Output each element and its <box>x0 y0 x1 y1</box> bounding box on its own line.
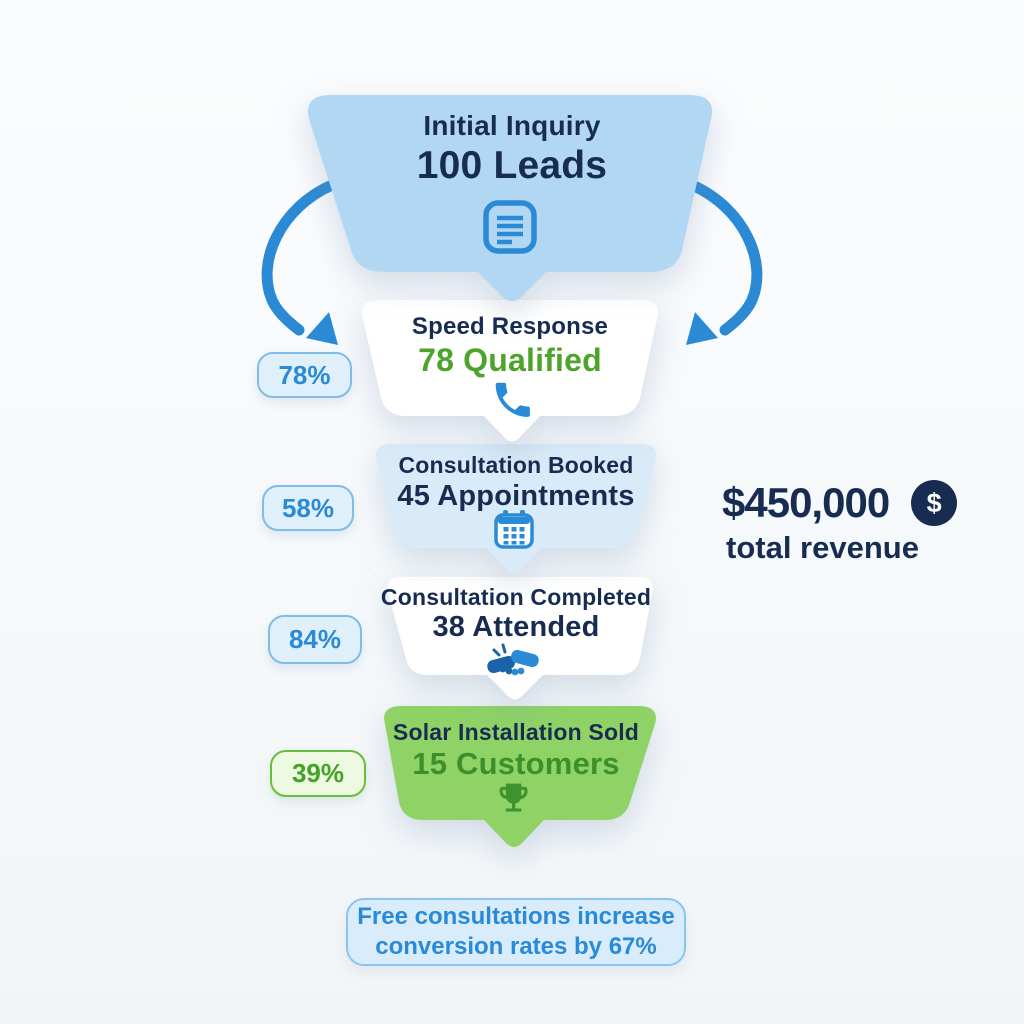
stage-4-value: 38 Attended <box>432 611 600 643</box>
funnel-stage-3-shape <box>375 444 657 573</box>
stage-3-value: 45 Appointments <box>397 480 635 512</box>
calendar-icon <box>494 510 534 549</box>
conversion-badge-2: 58% <box>262 485 354 531</box>
funnel-stage-2-shape <box>362 300 658 442</box>
dollar-symbol: $ <box>926 487 942 518</box>
revenue-amount: $450,000 <box>722 479 890 526</box>
funnel-stage-4-shape <box>387 577 653 700</box>
phone-icon <box>495 382 530 417</box>
curved-arrow-right-icon <box>686 179 763 345</box>
curved-arrow-left-icon <box>261 179 338 345</box>
dollar-icon: $ <box>911 480 958 526</box>
stage-1-value: 100 Leads <box>416 144 608 187</box>
trophy-icon <box>499 783 528 812</box>
conversion-badge-3: 84% <box>268 615 362 664</box>
stage-2-value: 78 Qualified <box>418 342 602 378</box>
conversion-badge-1: 78% <box>257 352 352 398</box>
note-box: Free consultations increase conversion r… <box>346 898 686 966</box>
stage-1-title: Initial Inquiry <box>423 110 601 141</box>
note-line-1: Free consultations increase <box>357 903 675 930</box>
conversion-badge-4: 39% <box>270 750 366 797</box>
stage-5-value: 15 Customers <box>412 746 620 781</box>
stage-2-title: Speed Response <box>411 313 609 340</box>
revenue-callout: $450,000 $ total revenue <box>722 479 958 566</box>
note-line-2: conversion rates by 67% <box>375 933 657 960</box>
stage-3-title: Consultation Booked <box>398 452 634 478</box>
revenue-label: total revenue <box>726 530 919 565</box>
stage-5-title: Solar Installation Sold <box>392 719 640 745</box>
stage-4-title: Consultation Completed <box>380 584 652 610</box>
handshake-icon <box>487 643 539 676</box>
funnel-stage-1-shape <box>307 95 713 301</box>
document-icon <box>483 200 537 254</box>
funnel-stage-5-shape <box>384 706 656 847</box>
